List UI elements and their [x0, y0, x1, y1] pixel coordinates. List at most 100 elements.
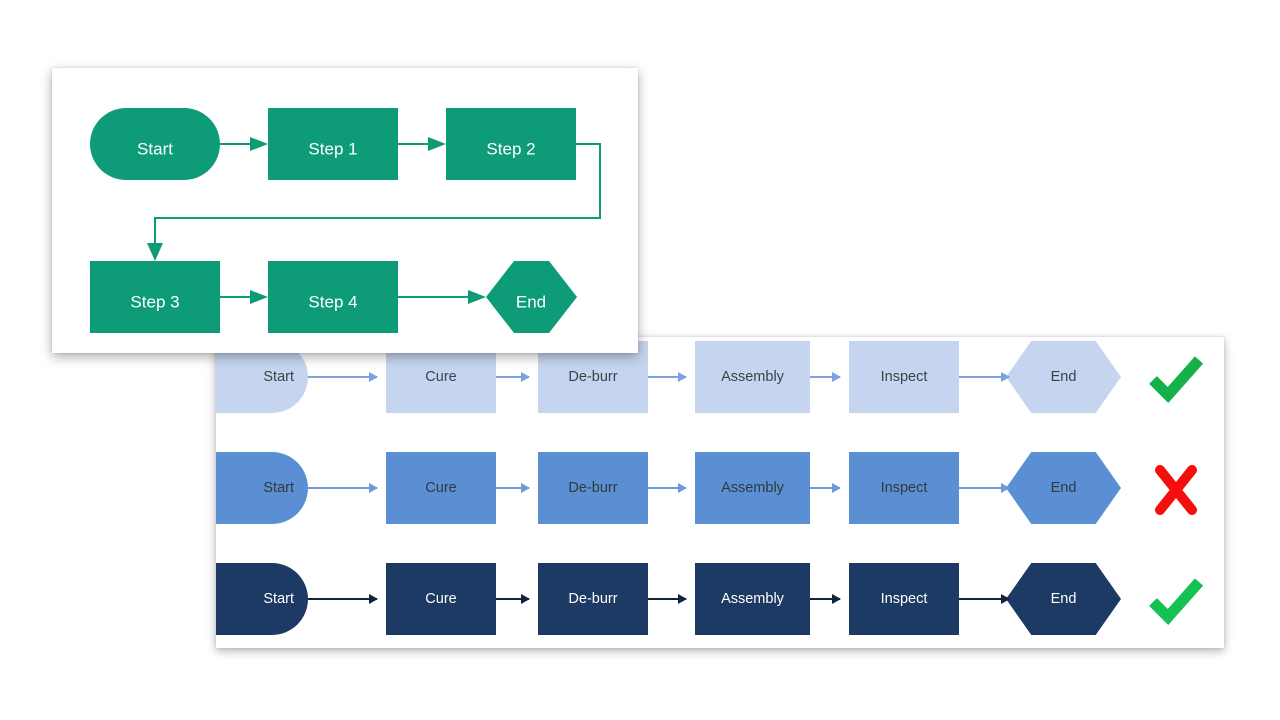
flow-arrow: [308, 483, 378, 493]
flow-arrow-line: [648, 598, 686, 600]
verdict-check-icon[interactable]: [1141, 565, 1211, 637]
step-node-assembly[interactable]: Assembly: [695, 563, 810, 635]
step-node-de-burr[interactable]: De-burr: [538, 563, 648, 635]
flow-arrow-line: [959, 598, 1009, 600]
step-node-cure[interactable]: Cure: [386, 341, 496, 413]
step-node-label: Assembly: [721, 479, 784, 496]
step-node-de-burr[interactable]: De-burr: [538, 452, 648, 524]
flow-arrow-head-icon: [1001, 372, 1010, 382]
flow-arrow-head-icon: [369, 594, 378, 604]
step-node-label: Inspect: [880, 479, 928, 496]
node-start-label: Start: [137, 139, 173, 158]
flow-arrow-head-icon: [832, 483, 841, 493]
step-node-assembly[interactable]: Assembly: [695, 341, 810, 413]
flow-arrow-line: [496, 487, 529, 489]
edge-step2-to-step3: [147, 143, 601, 261]
step-node-end[interactable]: End: [1006, 452, 1121, 524]
step-node-cure[interactable]: Cure: [386, 452, 496, 524]
flow-arrow-line: [648, 376, 686, 378]
flow-arrow-line: [496, 598, 529, 600]
step-node-label: De-burr: [568, 368, 618, 385]
node-step4-label: Step 4: [308, 292, 357, 311]
flow-arrow: [959, 372, 1010, 382]
flow-arrow-head-icon: [678, 483, 687, 493]
step-node-label: End: [1050, 479, 1077, 496]
flow-arrow-line: [496, 376, 529, 378]
flow-arrow-line: [810, 598, 840, 600]
flow-arrow-line: [648, 487, 686, 489]
step-node-label: De-burr: [568, 479, 618, 496]
flow-arrow-line: [959, 376, 1009, 378]
node-step2-label: Step 2: [486, 139, 535, 158]
step-node-de-burr[interactable]: De-burr: [538, 341, 648, 413]
basic-flowchart-svg: Start Step 1 Step 2 Step 3 Step 4 End: [90, 108, 601, 333]
flow-arrow-head-icon: [521, 483, 530, 493]
variant-row-dark[interactable]: Start Cure De-burr Assembly Inspect End: [216, 563, 1224, 643]
basic-flowchart-card: Start Step 1 Step 2 Step 3 Step 4 End: [52, 68, 638, 353]
variant-row-medium[interactable]: Start Cure De-burr Assembly Inspect End: [216, 452, 1224, 532]
step-node-cure[interactable]: Cure: [386, 563, 496, 635]
flow-arrow-head-icon: [678, 372, 687, 382]
step-node-label: Cure: [425, 368, 457, 385]
step-node-inspect[interactable]: Inspect: [849, 452, 959, 524]
flow-arrow: [648, 483, 687, 493]
edge-step3-to-step4: [220, 290, 268, 304]
flow-arrow: [810, 483, 841, 493]
node-step1-shape[interactable]: [268, 108, 398, 180]
step-node-label: Cure: [425, 590, 457, 607]
flow-arrow-line: [810, 487, 840, 489]
flow-arrow-head-icon: [1001, 483, 1010, 493]
flow-arrow: [959, 594, 1010, 604]
flow-arrow-head-icon: [369, 483, 378, 493]
node-start-shape[interactable]: [90, 108, 220, 180]
flow-arrow: [810, 372, 841, 382]
node-step1-label: Step 1: [308, 139, 357, 158]
flow-arrow-head-icon: [832, 372, 841, 382]
flow-arrow: [648, 594, 687, 604]
step-node-start[interactable]: Start: [216, 341, 308, 413]
flow-arrow: [496, 372, 530, 382]
verdict-check-icon[interactable]: [1141, 343, 1211, 415]
flow-arrow-line: [308, 598, 377, 600]
node-step3-shape[interactable]: [90, 261, 220, 333]
node-step4-shape[interactable]: [268, 261, 398, 333]
step-node-assembly[interactable]: Assembly: [695, 452, 810, 524]
step-node-end[interactable]: End: [1006, 341, 1121, 413]
step-node-start[interactable]: Start: [216, 563, 308, 635]
flow-arrow: [810, 594, 841, 604]
step-node-label: Inspect: [880, 590, 928, 607]
edge-step1-to-step2: [398, 137, 446, 151]
flow-arrow-head-icon: [521, 372, 530, 382]
flow-arrow-line: [308, 487, 377, 489]
step-node-label: End: [1050, 368, 1077, 385]
flow-arrow-line: [810, 376, 840, 378]
node-step3-label: Step 3: [130, 292, 179, 311]
flow-arrow: [959, 483, 1010, 493]
step-node-label: Inspect: [880, 368, 928, 385]
step-node-inspect[interactable]: Inspect: [849, 563, 959, 635]
node-step2-shape[interactable]: [446, 108, 576, 180]
variant-row-light[interactable]: Start Cure De-burr Assembly Inspect End: [216, 341, 1224, 421]
node-end-label: End: [516, 292, 546, 311]
step-node-end[interactable]: End: [1006, 563, 1121, 635]
step-node-label: Assembly: [721, 368, 784, 385]
step-node-inspect[interactable]: Inspect: [849, 341, 959, 413]
flow-arrow-head-icon: [832, 594, 841, 604]
flow-arrow-head-icon: [369, 372, 378, 382]
verdict-cross-icon[interactable]: [1141, 454, 1211, 526]
step-node-label: Start: [263, 368, 294, 385]
step-node-label: Assembly: [721, 590, 784, 607]
step-node-label: De-burr: [568, 590, 618, 607]
flow-arrow: [496, 594, 530, 604]
step-node-label: End: [1050, 590, 1077, 607]
flow-arrow: [308, 372, 378, 382]
flow-arrow: [496, 483, 530, 493]
flow-arrow: [308, 594, 378, 604]
step-node-label: Start: [263, 590, 294, 607]
edge-step4-to-end: [398, 290, 486, 304]
step-node-label: Start: [263, 479, 294, 496]
flow-arrow: [648, 372, 687, 382]
step-node-start[interactable]: Start: [216, 452, 308, 524]
node-end-shape[interactable]: [486, 261, 577, 333]
